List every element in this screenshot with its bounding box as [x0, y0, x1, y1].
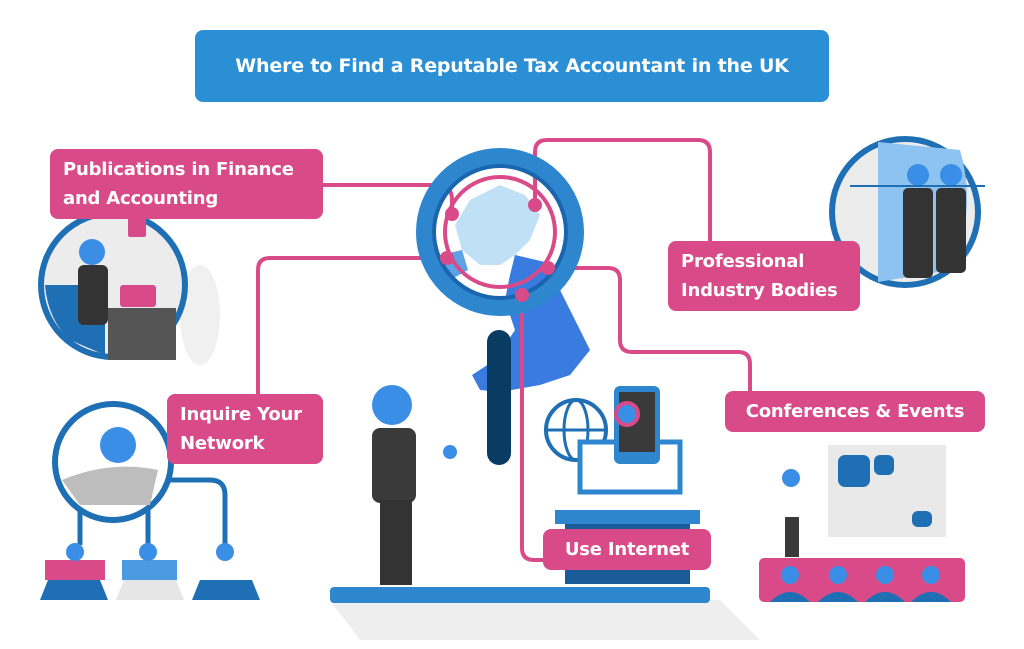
page-title: Where to Find a Reputable Tax Accountant…	[195, 30, 829, 102]
connector-lines	[256, 138, 752, 562]
floor-platform	[330, 587, 710, 603]
label-conferences-events: Conferences & Events	[725, 391, 985, 432]
conference-illustration	[759, 445, 965, 602]
label-line: Industry Bodies	[681, 280, 838, 301]
label-line: Professional	[681, 251, 805, 272]
label-publications: Publications in Finance and Accounting	[50, 149, 323, 219]
businessman-presenter	[372, 385, 457, 585]
magnifying-glass-icon	[416, 148, 584, 465]
label-professional-bodies: Professional Industry Bodies	[668, 241, 860, 311]
label-line: and Accounting	[63, 188, 219, 209]
professional-illustration	[829, 136, 985, 288]
network-illustration	[40, 401, 260, 600]
label-use-internet: Use Internet	[543, 529, 711, 570]
label-inquire-network: Inquire Your Network	[167, 394, 323, 464]
label-line: Publications in Finance	[63, 159, 294, 180]
publications-illustration	[38, 210, 188, 360]
label-line: Inquire Your	[180, 404, 302, 425]
label-line: Network	[180, 433, 265, 454]
